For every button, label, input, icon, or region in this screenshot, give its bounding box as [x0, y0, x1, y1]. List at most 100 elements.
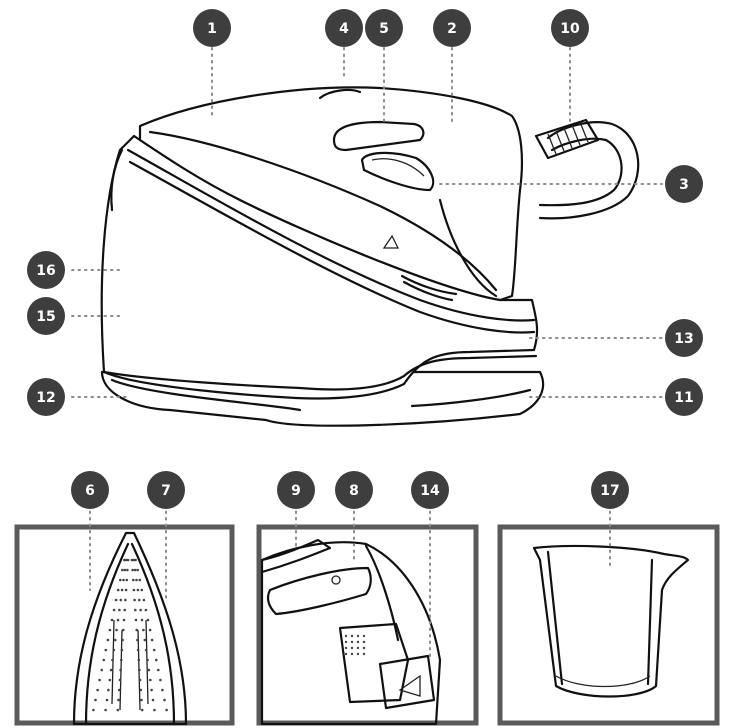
callout-6-circle [71, 471, 109, 509]
steam-hole-dot [119, 668, 122, 672]
callout-10: 10 [551, 9, 589, 47]
tank-grip-dot [362, 652, 366, 656]
steam-hole-dot [135, 578, 138, 582]
callout-1-circle [193, 9, 231, 47]
tank-grip-dot [350, 646, 354, 650]
callout-17: 17 [591, 471, 629, 509]
steam-hole-dot [125, 578, 129, 582]
steam-hole-dot [116, 618, 120, 622]
tank-grip-dot [344, 640, 348, 644]
steam-hole-dot [121, 638, 124, 642]
steam-hole-dot [146, 618, 150, 622]
steam-hole-dot [104, 648, 108, 652]
callout-8-circle [335, 471, 373, 509]
steam-hole-dot [151, 698, 155, 702]
steam-hole-dot [140, 618, 144, 622]
steam-hole-dot [115, 628, 118, 632]
steam-hole-dot [140, 588, 144, 592]
steam-hole-dot [134, 618, 138, 622]
steam-hole-dot [125, 558, 128, 562]
steam-hole-dot [123, 558, 126, 562]
steam-hole-dot [142, 628, 145, 632]
steam-hole-dot [119, 598, 123, 602]
steam-hole-dot [152, 648, 156, 652]
steam-hole-dot [117, 688, 121, 692]
steam-hole-dot [144, 648, 148, 652]
steam-hole-dot [138, 678, 142, 682]
callout-12-circle [27, 378, 65, 416]
jug-inset [497, 524, 720, 726]
steam-hole-dot [110, 618, 114, 622]
steam-hole-dot [106, 638, 110, 642]
tank-grip-dot [350, 634, 354, 638]
tank-grip-dot [356, 640, 360, 644]
steam-hole-dot [161, 688, 164, 692]
measuring-jug-illustration [532, 544, 690, 698]
steam-hole-dot [142, 598, 146, 602]
steam-generator-illustration [100, 86, 640, 427]
steam-hole-dot [118, 608, 121, 612]
steam-hole-dot [131, 568, 134, 572]
steam-hole-dot [138, 668, 141, 672]
callout-4-circle [325, 9, 363, 47]
callout-2: 2 [433, 9, 471, 47]
steam-hole-dot [130, 558, 134, 562]
callout-7: 7 [147, 471, 185, 509]
tank-grip-dot [344, 634, 348, 638]
steam-hole-dot [140, 698, 143, 702]
steam-hole-dot [163, 698, 166, 702]
steam-hole-dot [92, 708, 95, 712]
steam-hole-dot [122, 578, 125, 582]
callout-10-number: 10 [560, 21, 580, 37]
steam-hole-dot [114, 598, 118, 602]
steam-hole-dot [132, 578, 135, 582]
callout-6: 6 [71, 471, 109, 509]
steam-hole-dot [137, 658, 141, 662]
steam-hole-dot [138, 578, 142, 582]
steam-hole-dot [121, 568, 124, 572]
steam-hole-dot [146, 658, 149, 662]
callout-15-circle [27, 297, 65, 335]
steam-hole-dot [139, 688, 143, 692]
steam-hole-dot [126, 568, 129, 572]
steam-hole-dot [122, 628, 125, 632]
callout-16: 16 [27, 251, 65, 289]
soleplate-illustration [72, 531, 188, 726]
steam-hole-dot [149, 678, 152, 682]
callout-1: 1 [193, 9, 231, 47]
steam-hole-dot [153, 708, 156, 712]
steam-hole-dot [134, 558, 137, 562]
tank-grip-dot [350, 640, 354, 644]
steam-hole-dot [100, 668, 103, 672]
steam-hole-dot [124, 588, 128, 592]
callout-11: 11 [665, 378, 703, 416]
steam-hole-dot [119, 578, 122, 582]
hose-connector [534, 118, 600, 160]
callout-13: 13 [665, 319, 703, 357]
steam-hole-dot [116, 588, 120, 592]
steam-hole-dot [98, 678, 101, 682]
steam-hole-dot [138, 598, 141, 602]
callout-17-circle [591, 471, 629, 509]
steam-hole-dot [133, 598, 136, 602]
callout-13-number: 13 [674, 331, 693, 347]
callout-2-circle [433, 9, 471, 47]
tank-grip-dot [356, 634, 360, 638]
tank-grip-dot [356, 646, 360, 650]
callout-3-number: 3 [679, 177, 689, 193]
steam-hole-dot [135, 628, 138, 632]
steam-hole-dot [112, 608, 116, 612]
steam-hole-dot [120, 648, 124, 652]
steam-hole-dot [133, 568, 137, 572]
steam-hole-dot [96, 688, 99, 692]
steam-hole-dot [157, 668, 160, 672]
callout-13-circle [665, 319, 703, 357]
callout-14-circle [411, 471, 449, 509]
steam-hole-dot [108, 628, 112, 632]
steam-hole-dot [94, 698, 97, 702]
steam-hole-dot [143, 638, 147, 642]
steam-hole-dot [134, 608, 137, 612]
steam-hole-dot [105, 698, 109, 702]
steam-hole-dot [136, 638, 139, 642]
